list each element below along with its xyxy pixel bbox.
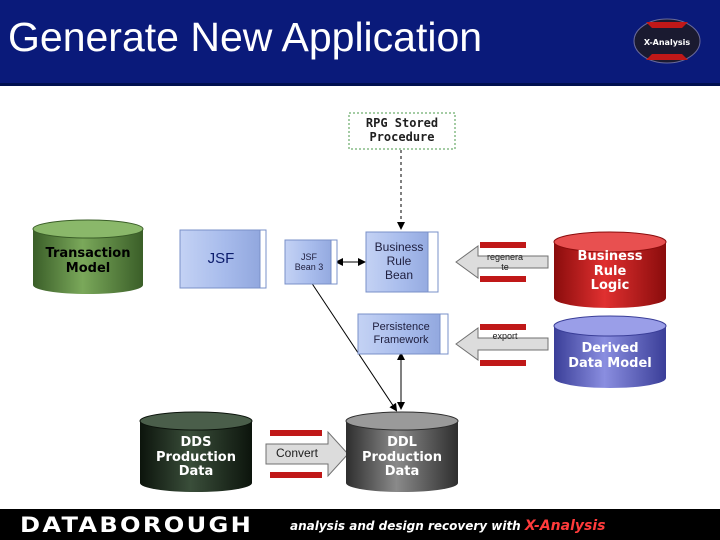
footer-banner: DATABOROUGH analysis and design recovery… — [0, 509, 720, 540]
business-rule-bean-label: Business Rule Bean — [366, 232, 432, 292]
derived-data-model-label: Derived Data Model — [554, 336, 666, 378]
footer-brand: DATABOROUGH — [20, 513, 253, 537]
jsf-bean-label: JSF Bean 3 — [285, 240, 333, 284]
footer-tagline-prefix: analysis and design recovery with — [290, 519, 525, 533]
export-label: export — [480, 330, 530, 342]
persistence-framework-label: Persistence Framework — [358, 314, 444, 354]
transaction-model-label: Transaction Model — [33, 240, 143, 284]
footer-tagline-product: X-Analysis — [525, 518, 606, 534]
footer-tagline: analysis and design recovery with X-Anal… — [290, 518, 606, 534]
ddl-production-data-label: DDL Production Data — [346, 432, 458, 484]
convert-label: Convert — [268, 444, 326, 464]
dds-production-data-label: DDS Production Data — [140, 432, 252, 484]
jsf-label: JSF — [180, 230, 262, 288]
regenerate-label: regenera te — [480, 248, 530, 276]
rpg-stored-procedure-label: RPG Stored Procedure — [349, 113, 455, 149]
business-rule-logic-label: Business Rule Logic — [554, 248, 666, 296]
